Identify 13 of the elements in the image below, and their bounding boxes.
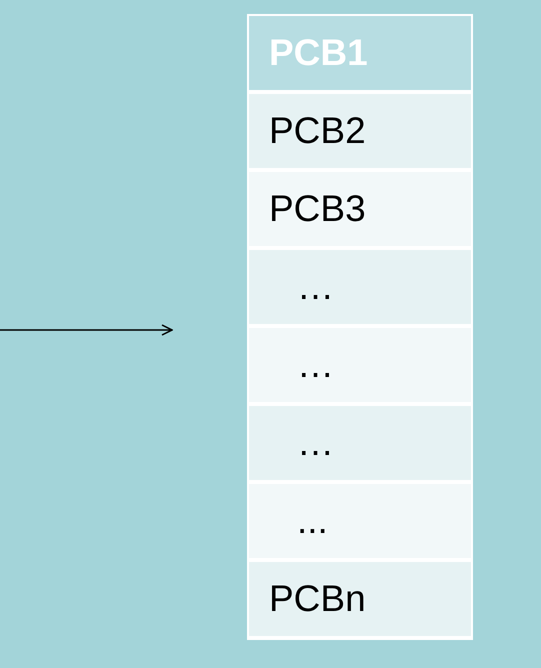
table-row: [249, 406, 471, 480]
table-header-cell: [249, 16, 471, 90]
row-label: …: [297, 344, 334, 386]
row-label: PCB1: [269, 32, 368, 74]
row-label: PCBn: [269, 578, 366, 620]
row-label: ...: [297, 500, 328, 542]
row-label: PCB2: [269, 110, 366, 152]
table-row: [249, 94, 471, 168]
row-label: …: [297, 422, 334, 464]
row-label: …: [297, 266, 334, 308]
table-row: [249, 250, 471, 324]
row-label: PCB3: [269, 188, 366, 230]
table-row: [249, 562, 471, 636]
